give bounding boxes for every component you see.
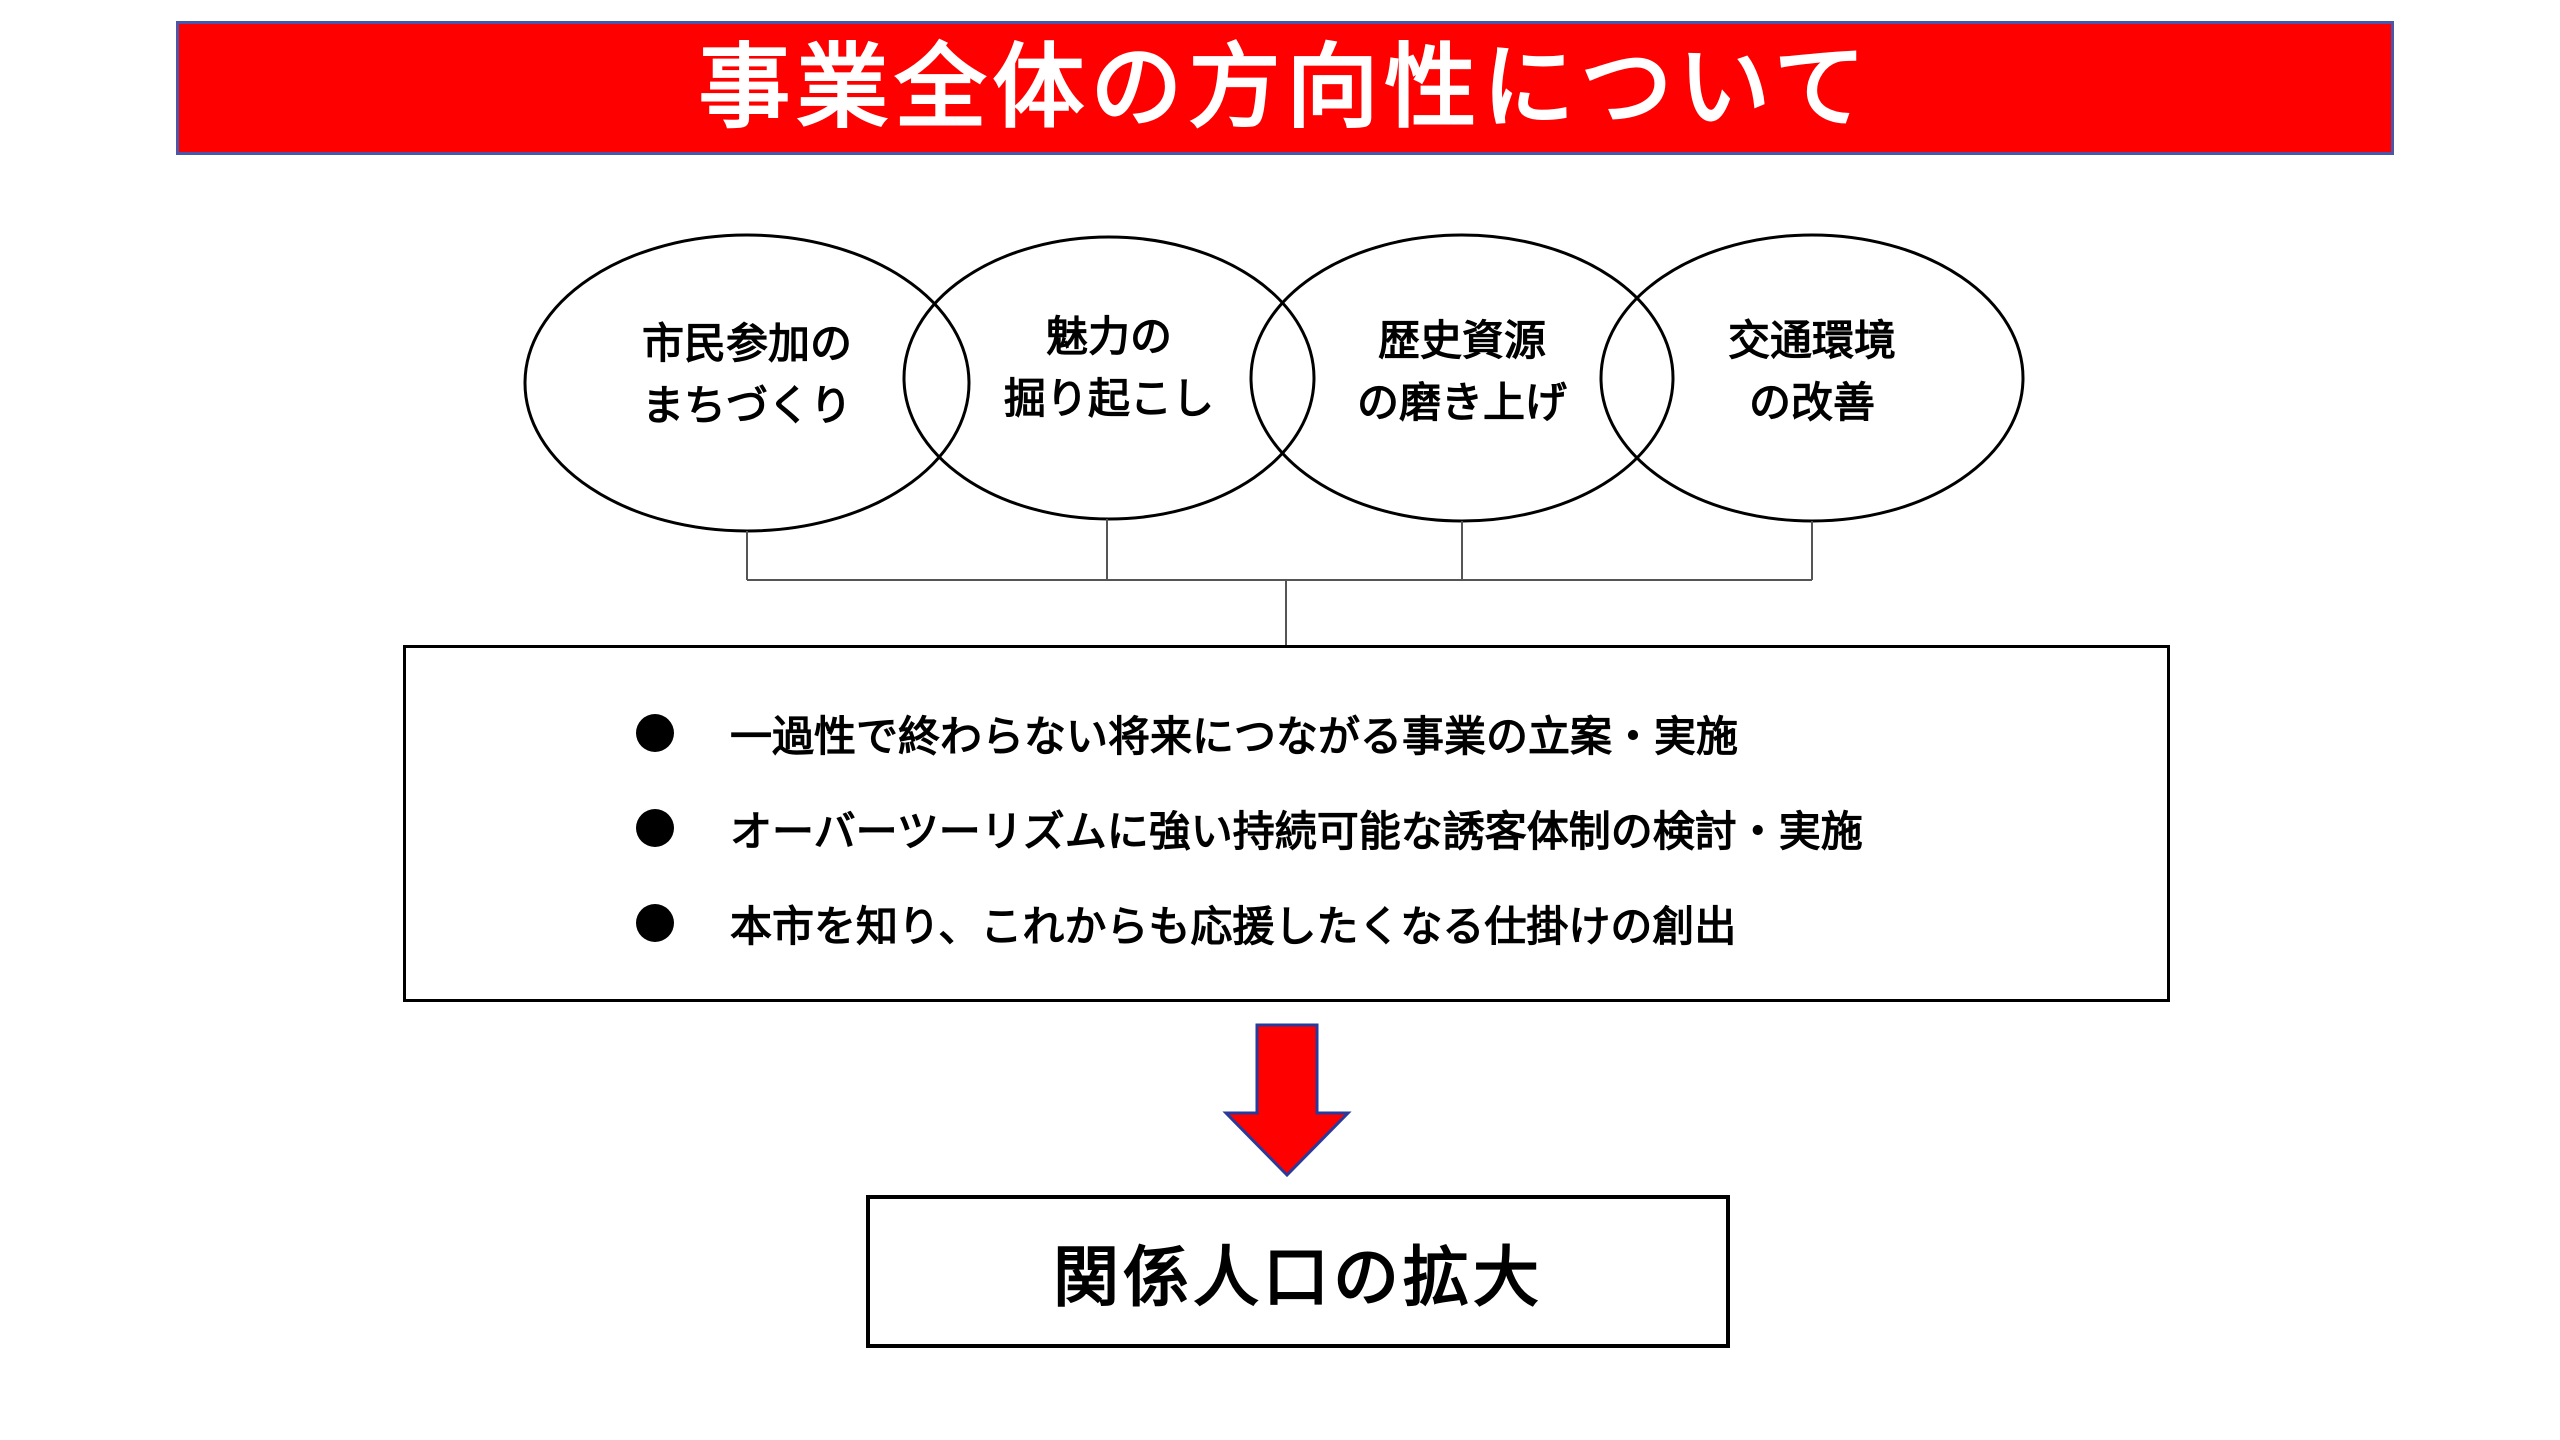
- pillar-label-2: 魅力の 掘り起こし: [959, 306, 1259, 430]
- pillar-label-1-line1: 市民参加の: [641, 319, 852, 368]
- initiative-item-2: オーバーツーリズムに強い持続可能な誘客体制の検討・実施: [636, 798, 1863, 858]
- down-arrow-icon: [1222, 1023, 1352, 1178]
- pillar-label-1: 市民参加の まちづくり: [597, 313, 897, 437]
- initiative-text-1: 一過性で終わらない将来につながる事業の立案・実施: [730, 711, 1739, 761]
- initiative-text-3: 本市を知り、これからも応援したくなる仕掛けの創出: [730, 901, 1737, 951]
- connector-lines: [746, 519, 1813, 645]
- initiative-item-1: 一過性で終わらない将来につながる事業の立案・実施: [636, 703, 1738, 763]
- pillar-label-2-line1: 魅力の: [1045, 312, 1172, 361]
- page-title: 事業全体の方向性について: [698, 34, 1872, 141]
- pillar-label-3-line2: の磨き上げ: [1356, 378, 1567, 427]
- pillar-label-1-line2: まちづくり: [641, 381, 852, 430]
- pillar-label-4: 交通環境 の改善: [1662, 310, 1962, 434]
- title-banner: 事業全体の方向性について: [176, 21, 2394, 155]
- result-box: 関係人口の拡大: [866, 1195, 1730, 1348]
- initiatives-box: 一過性で終わらない将来につながる事業の立案・実施 オーバーツーリズムに強い持続可…: [403, 645, 2170, 1002]
- initiative-text-2: オーバーツーリズムに強い持続可能な誘客体制の検討・実施: [730, 806, 1863, 856]
- result-text: 関係人口の拡大: [1053, 1238, 1543, 1316]
- bullet-icon: [636, 904, 674, 942]
- initiative-item-3: 本市を知り、これからも応援したくなる仕掛けの創出: [636, 893, 1736, 953]
- pillar-label-3-line1: 歴史資源: [1377, 316, 1546, 365]
- pillar-label-2-line2: 掘り起こし: [1003, 374, 1214, 423]
- bullet-icon: [636, 809, 674, 847]
- pillar-label-4-line2: の改善: [1748, 378, 1875, 427]
- pillar-label-3: 歴史資源 の磨き上げ: [1312, 310, 1612, 434]
- bullet-icon: [636, 714, 674, 752]
- pillar-label-4-line1: 交通環境: [1727, 316, 1896, 365]
